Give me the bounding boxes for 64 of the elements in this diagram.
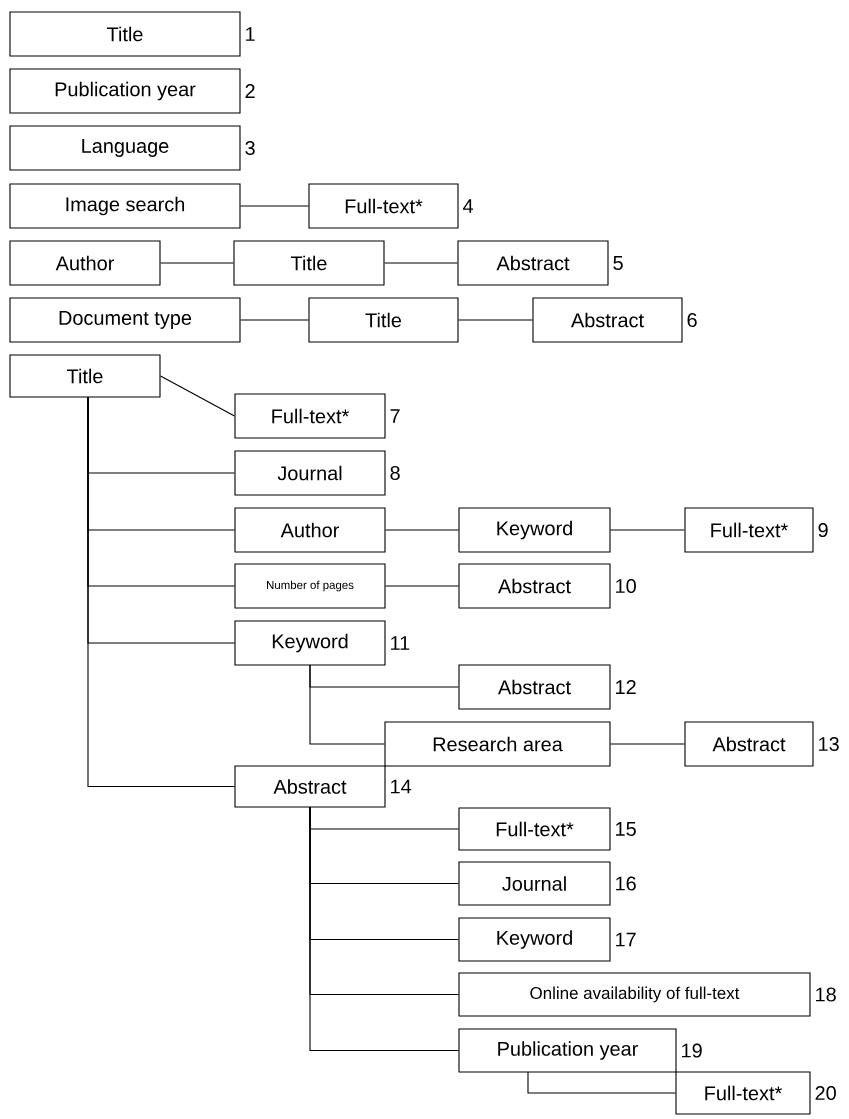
connector-line [385, 529, 459, 531]
term-box: Keyword [458, 507, 611, 553]
row-number: 15 [616, 822, 636, 836]
row-number: 12 [616, 680, 636, 694]
term-box: Number of pages [234, 563, 386, 609]
term-box: Image search [9, 183, 241, 229]
connector-line [527, 1071, 676, 1094]
connector-line [458, 319, 533, 321]
connector-line [385, 585, 459, 587]
term-box: Abstract [532, 297, 683, 343]
term-box: Abstract [458, 563, 611, 609]
term-box: Title [233, 240, 385, 286]
term-box: Keyword [234, 620, 386, 666]
term-box: Journal [458, 861, 611, 906]
term-box: Publication year [9, 68, 241, 114]
row-number: 8 [390, 465, 400, 481]
row-number: 9 [818, 522, 828, 538]
row-number: 10 [616, 578, 636, 594]
row-number: 11 [391, 636, 410, 650]
term-box: Keyword [458, 917, 611, 962]
row-number: 20 [815, 1085, 836, 1101]
row-number: 17 [616, 932, 636, 947]
term-box: Full-text* [684, 507, 814, 553]
row-number: 4 [463, 199, 474, 213]
row-number: 7 [390, 409, 400, 423]
connector-line [240, 319, 309, 321]
connector-line [160, 375, 235, 417]
row-number: 13 [819, 736, 839, 752]
connector-line [610, 743, 685, 745]
term-box: Abstract [684, 721, 814, 767]
row-number: 5 [613, 256, 623, 270]
row-number: 3 [245, 140, 255, 156]
term-box: Online availability of full-text [458, 972, 811, 1017]
row-number: 14 [391, 779, 412, 794]
term-box: Title [308, 297, 459, 343]
row-number: 1 [246, 27, 255, 41]
term-box: Author [9, 240, 161, 286]
connector-line [384, 262, 458, 264]
term-box: Full-text* [675, 1071, 811, 1115]
term-box: Journal [234, 450, 386, 496]
row-number: 16 [616, 876, 636, 891]
term-box: Title [9, 11, 241, 57]
row-number: 6 [687, 312, 697, 328]
connector-line [309, 664, 385, 745]
term-box: Abstract [458, 664, 611, 710]
term-box: Full-text* [234, 393, 386, 439]
term-box: Language [9, 125, 241, 171]
term-box: Author [234, 507, 386, 553]
term-box: Full-text* [458, 807, 611, 851]
term-box: Publication year [458, 1028, 677, 1073]
connector-line [160, 262, 234, 264]
connector-line [87, 396, 235, 788]
term-box: Title [9, 354, 161, 398]
term-box: Document type [9, 297, 241, 343]
row-number: 18 [816, 987, 836, 1002]
term-box: Abstract [234, 765, 386, 808]
term-box: Research area [384, 721, 611, 767]
connector-line [240, 205, 309, 207]
term-box: Full-text* [308, 183, 459, 229]
term-box: Abstract [457, 240, 609, 286]
row-number: 19 [682, 1043, 702, 1058]
connector-line [309, 806, 459, 1052]
connector-line [610, 529, 685, 531]
row-number: 2 [245, 84, 255, 98]
